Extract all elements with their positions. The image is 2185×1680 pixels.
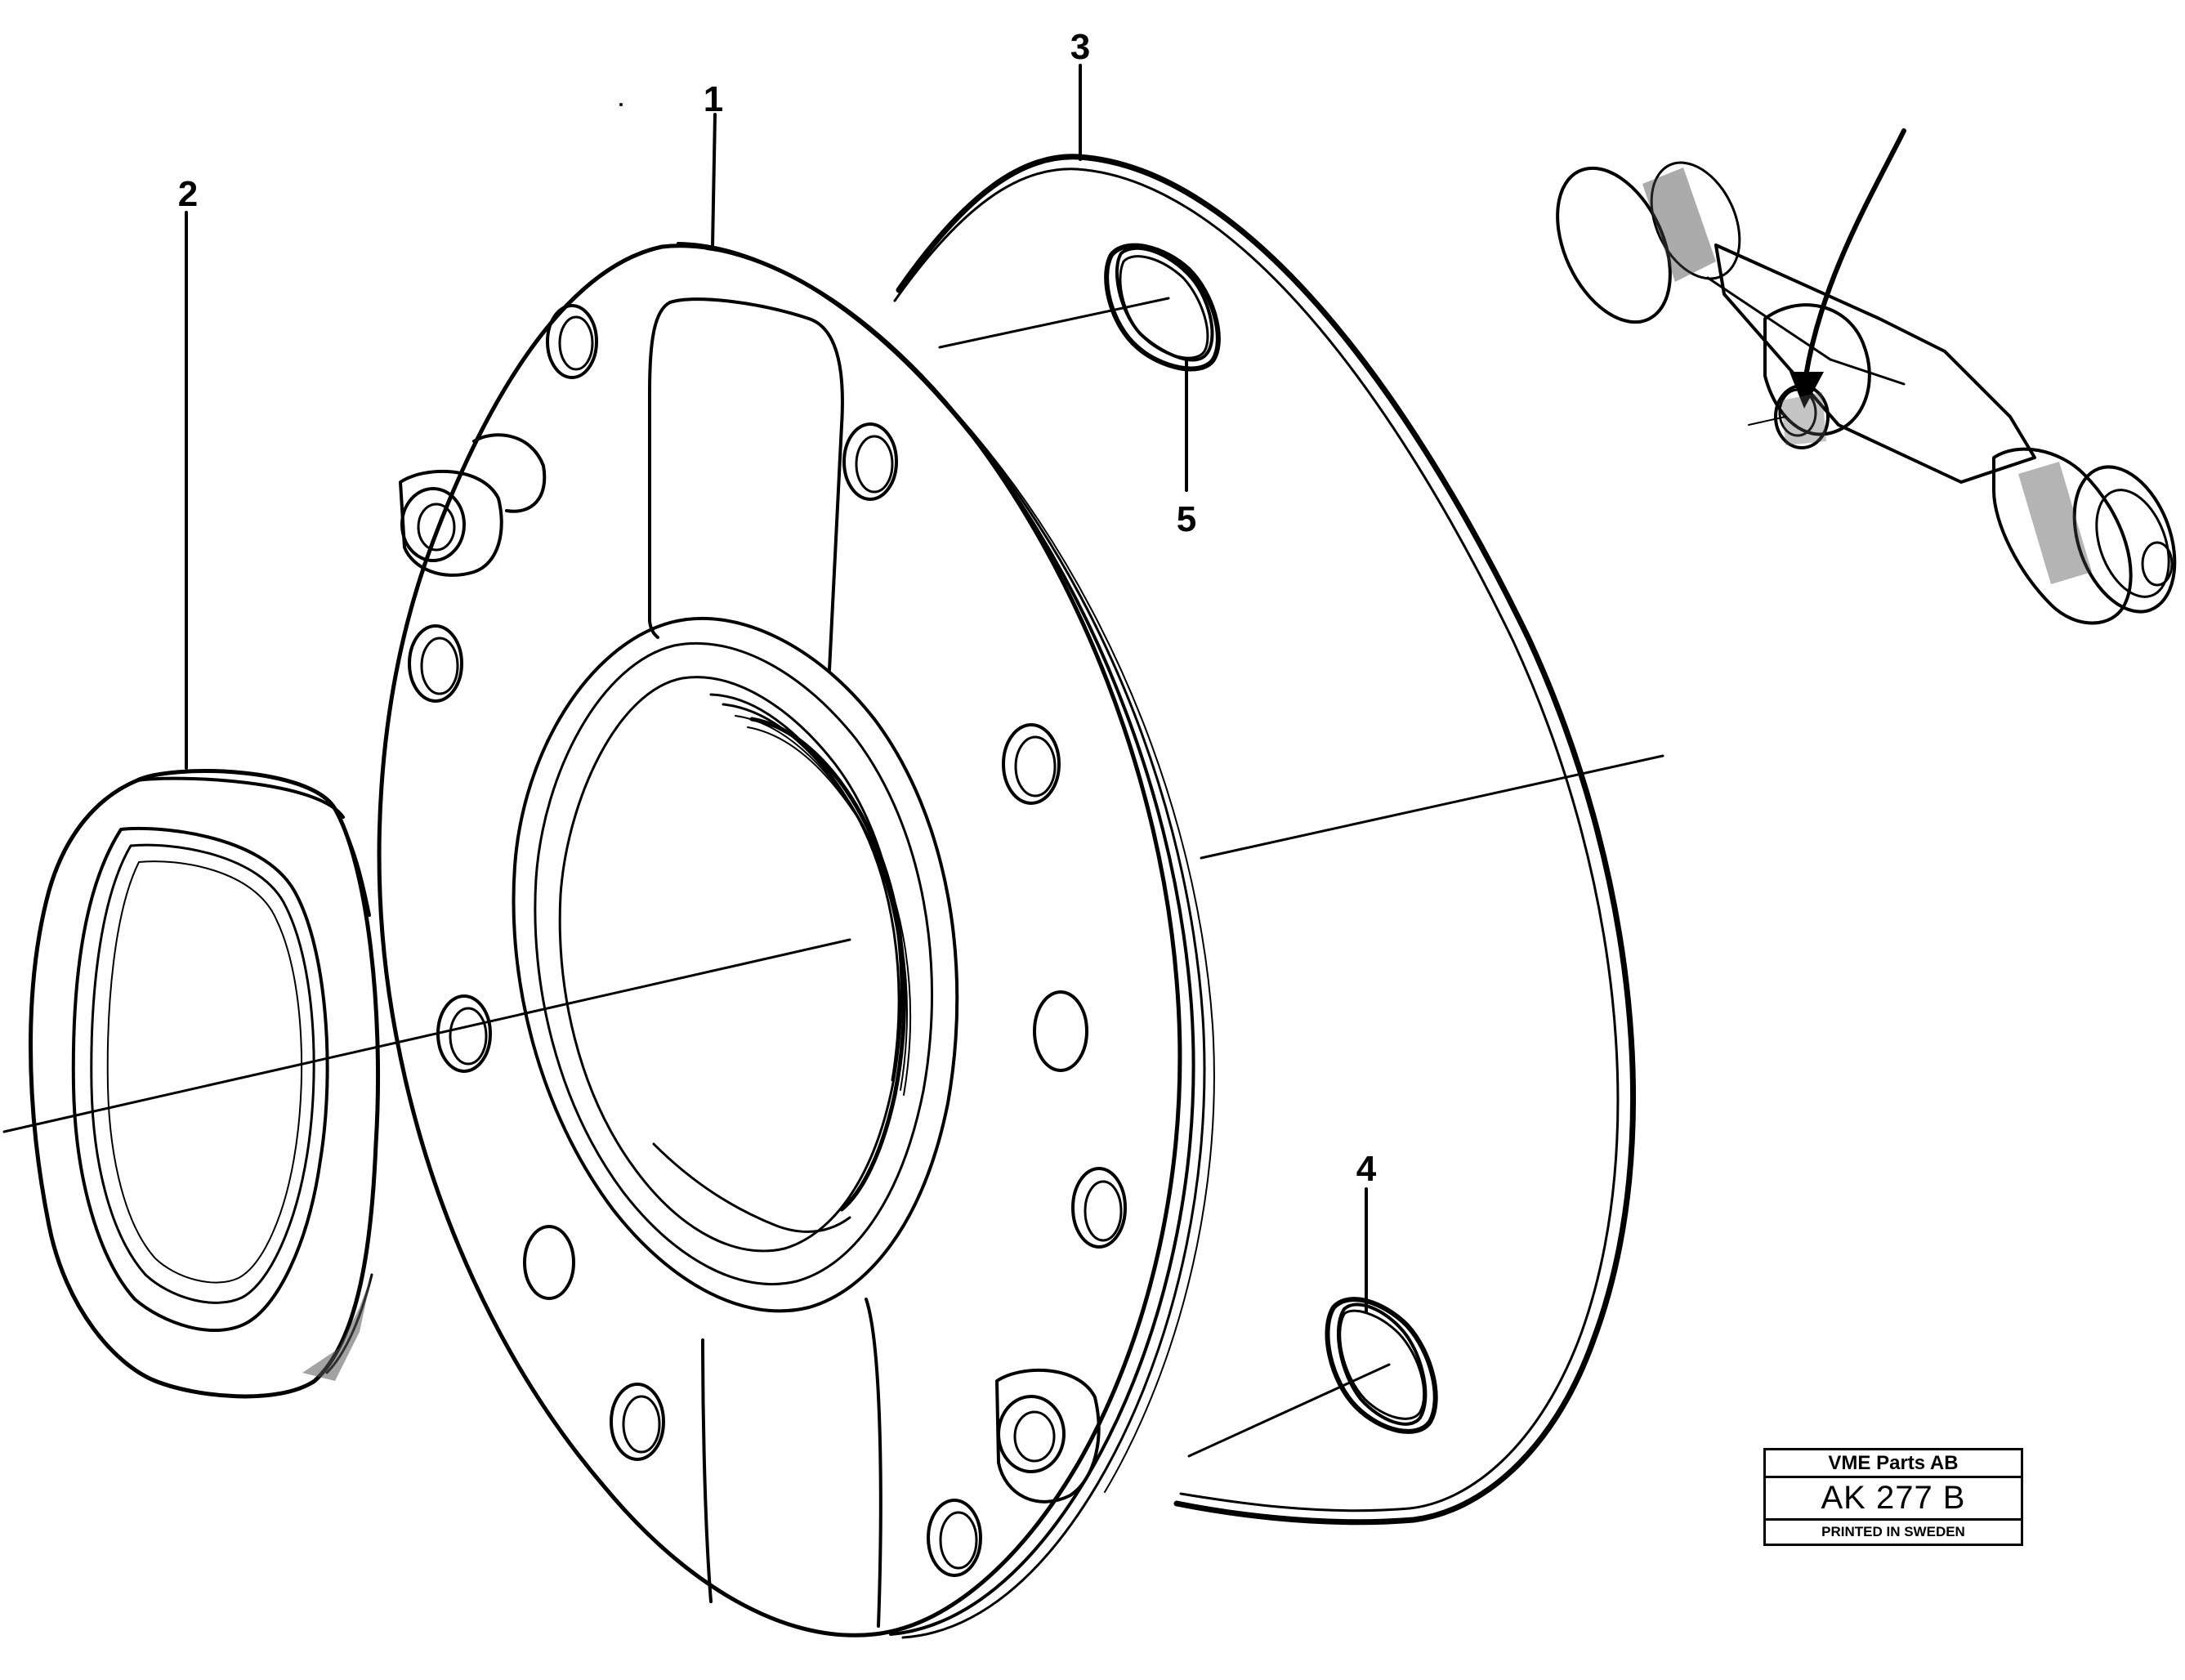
callout-1: 1 xyxy=(704,79,723,248)
stray-mark xyxy=(619,103,623,106)
gasket-outline xyxy=(893,154,1636,1526)
center-axis-line xyxy=(2,754,1664,1133)
svg-text:3: 3 xyxy=(1070,27,1090,67)
svg-text:2: 2 xyxy=(178,174,198,214)
stamp-company: VME Parts AB xyxy=(1766,1450,2021,1478)
callout-2: 2 xyxy=(178,174,198,770)
callout-4: 4 xyxy=(1356,1149,1377,1313)
threaded-boss-lower xyxy=(995,1368,1101,1504)
o-ring-upper xyxy=(1104,243,1221,372)
gasket-slot-lower xyxy=(1336,1302,1428,1426)
threaded-boss-upper xyxy=(399,433,547,577)
callout-5: 5 xyxy=(1177,358,1196,539)
bolt-holes xyxy=(408,304,1127,1577)
callout-3: 3 xyxy=(1070,27,1090,161)
stamp-printed: PRINTED IN SWEDEN xyxy=(1821,1524,1965,1539)
hub-housing xyxy=(377,242,1215,1639)
stamp-code: AK 277 B xyxy=(1766,1478,2021,1521)
seal-ring xyxy=(29,769,381,1399)
title-stamp: VME Parts AB AK 277 B PRINTED IN SWEDEN xyxy=(1763,1448,2023,1546)
slot-alignment-lines xyxy=(938,297,1391,1458)
svg-text:4: 4 xyxy=(1356,1149,1377,1189)
axle-locator-illustration xyxy=(1556,128,2177,625)
o-ring-lower xyxy=(1325,1297,1438,1434)
svg-text:1: 1 xyxy=(704,79,723,119)
svg-text:5: 5 xyxy=(1177,499,1196,539)
